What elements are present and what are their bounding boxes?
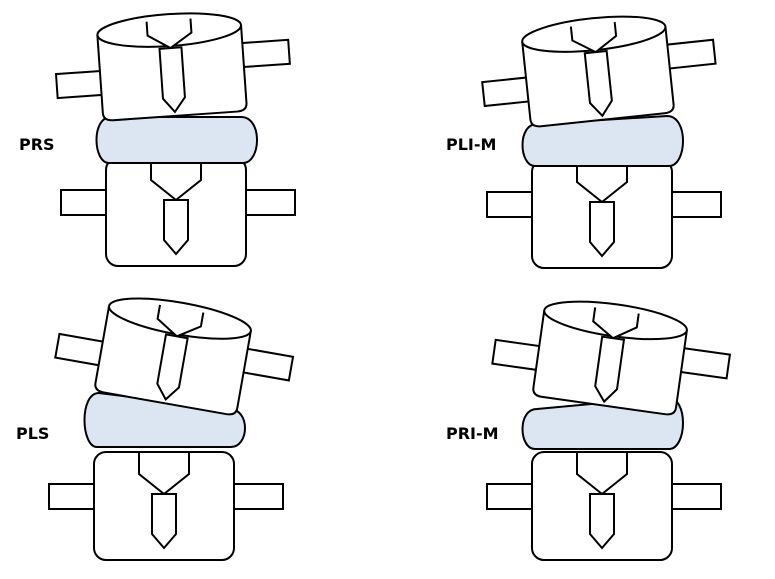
lower-spinous-process: [589, 201, 615, 258]
panel-pls: [48, 297, 295, 561]
lower-spinous-process: [151, 493, 177, 550]
upper-vertebra: [54, 297, 295, 416]
panel-label-pls: PLS: [16, 424, 50, 443]
lower-spinous-process: [163, 199, 189, 256]
upper-left-process: [54, 69, 105, 100]
lower-spinous-process: [589, 493, 615, 550]
panel-pri-m: [486, 300, 732, 561]
intervertebral-disc: [95, 116, 258, 164]
upper-right-process: [239, 38, 291, 69]
upper-left-process: [481, 76, 532, 108]
upper-right-process: [240, 347, 295, 382]
upper-left-process: [54, 332, 106, 367]
upper-vertebra: [491, 300, 732, 416]
upper-left-process: [491, 338, 543, 372]
upper-vertebra: [54, 12, 291, 122]
upper-spinous-process: [156, 333, 189, 401]
panel-prs: [54, 12, 296, 267]
lower-left-process: [486, 191, 534, 218]
upper-right-process: [677, 346, 732, 380]
lower-right-process: [244, 189, 296, 216]
lower-right-process: [232, 483, 284, 510]
panel-label-pri-m: PRI-M: [446, 424, 499, 443]
panel-pli-m: [481, 15, 722, 269]
panel-label-pli-m: PLI-M: [446, 135, 497, 154]
upper-spinous-process: [158, 46, 186, 114]
upper-spinous-process: [583, 49, 613, 118]
upper-vertebra: [481, 15, 717, 128]
upper-right-process: [664, 38, 717, 70]
lower-right-process: [670, 483, 722, 510]
upper-spinous-process: [594, 335, 626, 404]
lower-right-process: [670, 191, 722, 218]
lower-left-process: [60, 189, 108, 216]
intervertebral-disc: [521, 114, 684, 167]
lower-left-process: [48, 483, 96, 510]
lower-left-process: [486, 483, 534, 510]
panel-label-prs: PRS: [19, 135, 55, 154]
